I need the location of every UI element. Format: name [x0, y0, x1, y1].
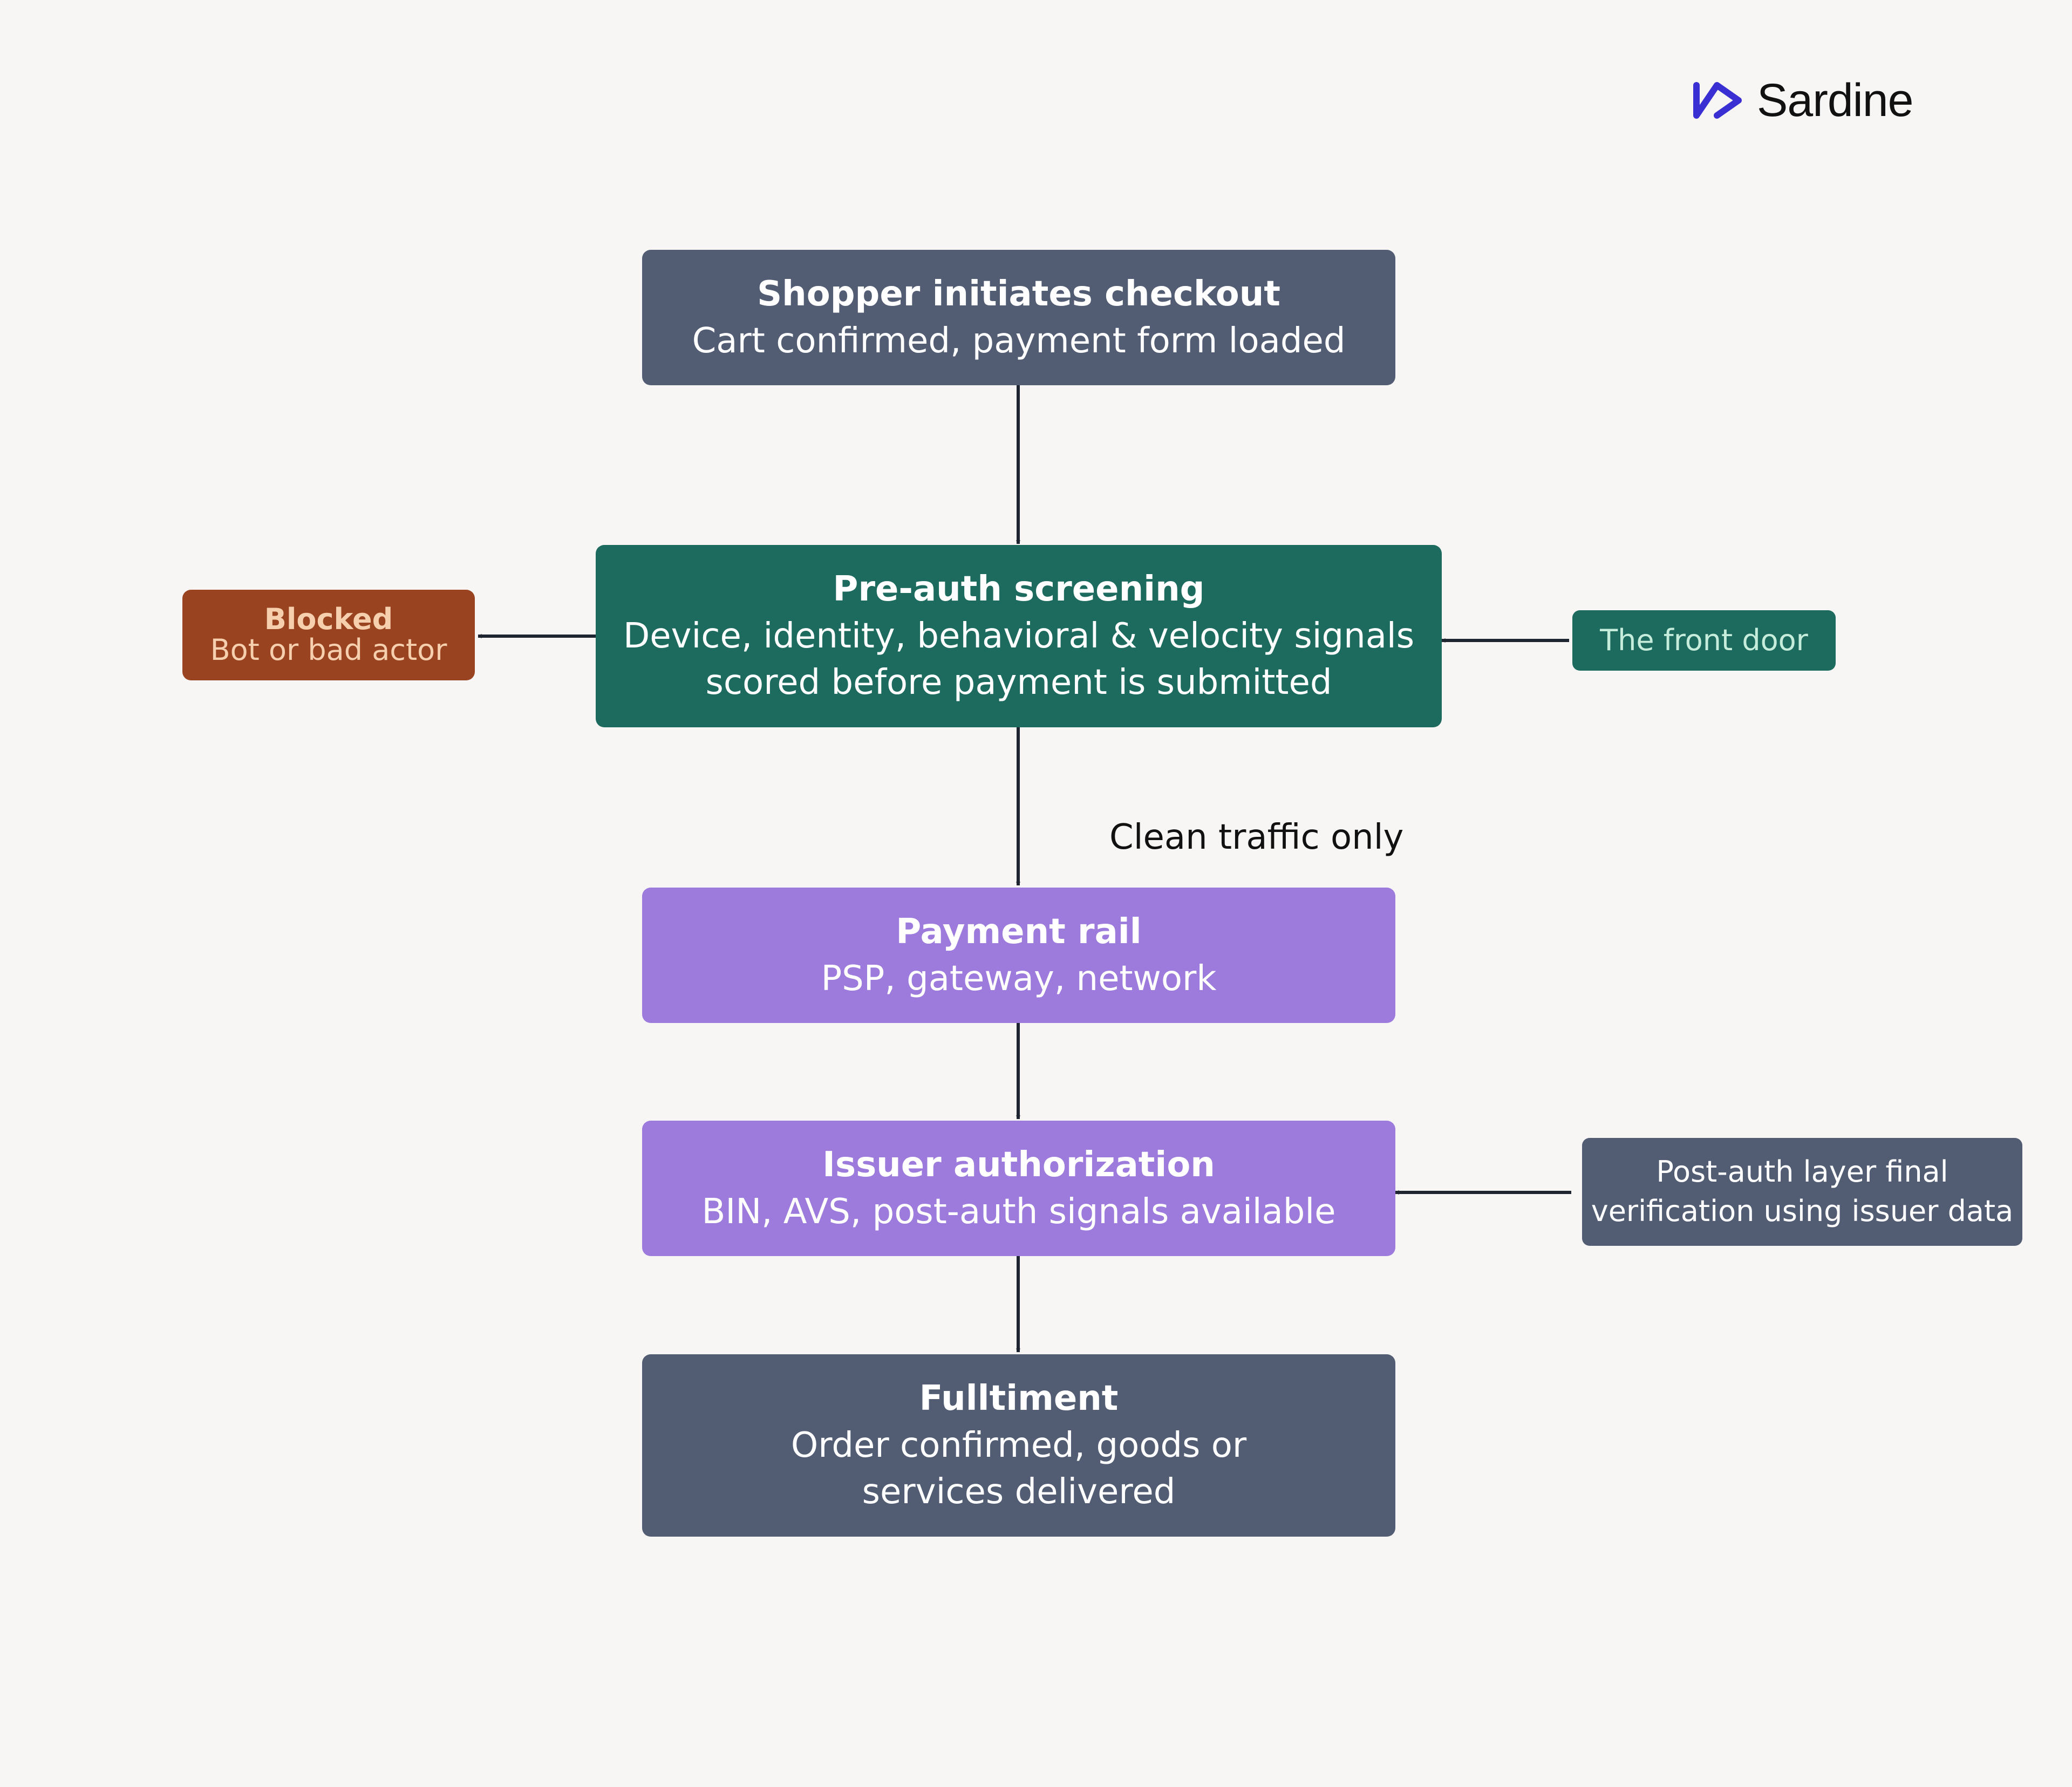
node-description-line-2: services delivered: [862, 1472, 1176, 1512]
node-title: Fulltiment: [919, 1379, 1119, 1419]
node-title: Shopper initiates checkout: [757, 274, 1280, 315]
node-description: BIN, AVS, post-auth signals available: [701, 1191, 1336, 1232]
node-payment-rail: Payment rail PSP, gateway, network: [642, 888, 1395, 1023]
node-title: Pre-auth screening: [833, 569, 1205, 610]
edge-label-clean-traffic: Clean traffic only: [1109, 817, 1404, 857]
node-shopper-checkout: Shopper initiates checkout Cart confirme…: [642, 250, 1395, 385]
node-preauth-screening: Pre-auth screening Device, identity, beh…: [596, 545, 1442, 727]
node-description: PSP, gateway, network: [821, 958, 1217, 999]
node-title: Issuer authorization: [822, 1145, 1215, 1185]
node-description-line-1: Order confirmed, goods or: [790, 1425, 1247, 1465]
node-description-line-2: verification using issuer data: [1591, 1194, 2014, 1228]
sardine-logo-icon: [1693, 82, 1742, 119]
node-fulfilment: Fulltiment Order confirmed, goods or ser…: [642, 1354, 1395, 1537]
brand-name: Sardine: [1757, 74, 1913, 126]
node-title: Payment rail: [896, 912, 1142, 952]
sardine-logo: Sardine: [1692, 73, 1913, 127]
node-blocked: Blocked Bot or bad actor: [182, 590, 475, 680]
node-front-door: The front door: [1572, 610, 1836, 671]
node-description-line-1: Post-auth layer final: [1656, 1155, 1948, 1189]
node-title: Blocked: [264, 602, 393, 637]
node-post-auth-note: Post-auth layer final verification using…: [1582, 1138, 2022, 1246]
node-description-line-2: scored before payment is submitted: [705, 663, 1332, 703]
node-description: Cart confirmed, payment form loaded: [692, 320, 1346, 361]
node-label: The front door: [1600, 623, 1808, 657]
node-description: Bot or bad actor: [210, 633, 447, 667]
node-issuer-authorization: Issuer authorization BIN, AVS, post-auth…: [642, 1121, 1395, 1256]
node-description-line-1: Device, identity, behavioral & velocity …: [623, 616, 1415, 656]
